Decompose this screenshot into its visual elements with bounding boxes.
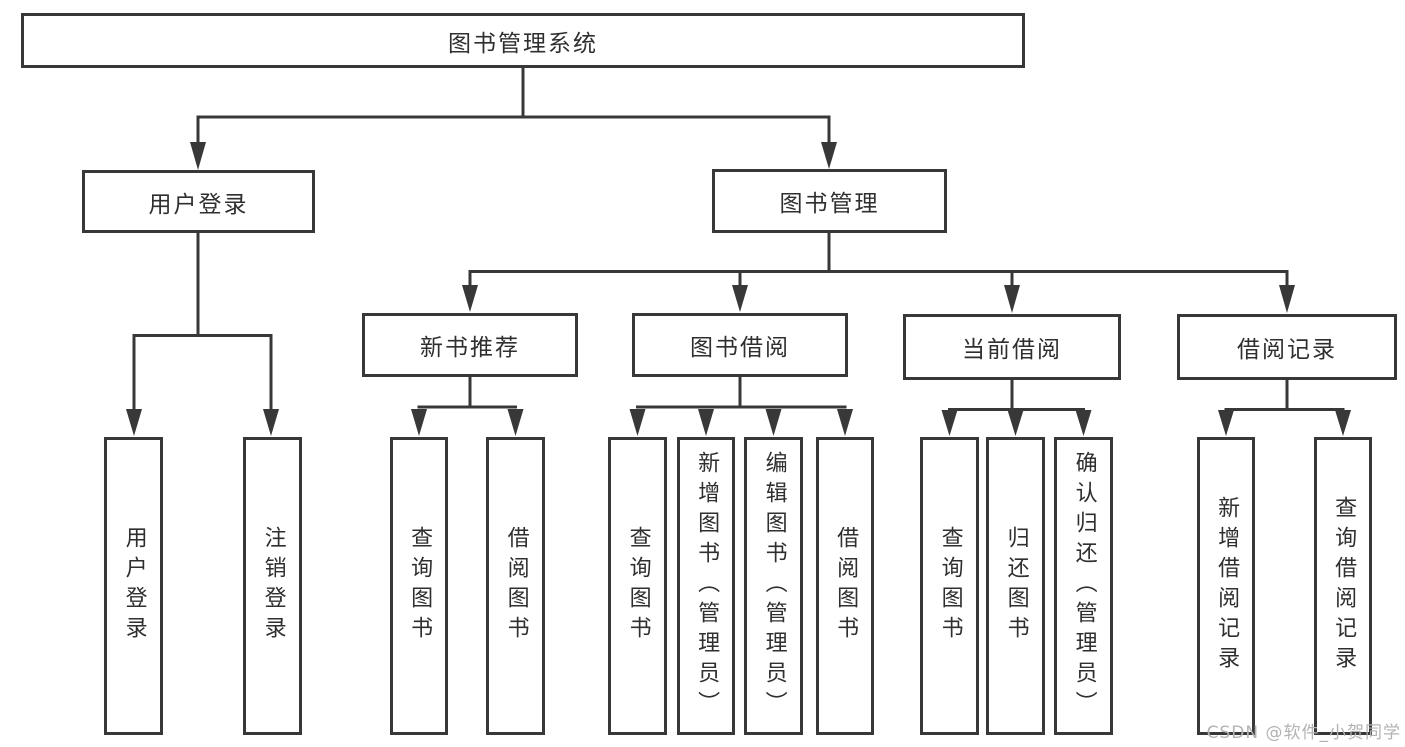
node-label: 编辑图书（管理员）: [761, 451, 787, 721]
leaf-borrow-books: 借阅图书: [816, 437, 874, 735]
node-label: 图书借阅: [690, 335, 790, 361]
node-label: 注销登录: [260, 526, 286, 646]
node-book-borrow: 图书借阅: [632, 313, 848, 377]
leaf-edit-books-admin: 编辑图书（管理员）: [744, 437, 803, 735]
leaf-query-borrow-record: 查询借阅记录: [1314, 437, 1372, 735]
leaf-query-books-recommend: 查询图书: [390, 437, 448, 735]
leaf-add-borrow-record: 新增借阅记录: [1197, 437, 1255, 735]
leaf-confirm-return-admin: 确认归还（管理员）: [1054, 437, 1113, 735]
leaf-query-books-current: 查询图书: [920, 437, 979, 735]
node-label: 图书管理: [779, 191, 880, 217]
leaf-query-books-borrow: 查询图书: [608, 437, 667, 735]
leaf-user-login: 用户登录: [104, 437, 163, 735]
node-label: 新增借阅记录: [1214, 496, 1240, 676]
node-label: 查询图书: [937, 526, 963, 646]
csdn-watermark: CSDN @软件_小贺同学: [1206, 723, 1401, 743]
node-label: 图书管理系统: [448, 30, 598, 57]
node-label: 用户登录: [148, 191, 249, 218]
node-label: 借阅记录: [1237, 337, 1337, 363]
node-current-borrow: 当前借阅: [903, 314, 1121, 380]
node-borrow-records: 借阅记录: [1177, 314, 1397, 380]
node-label: 确认归还（管理员）: [1071, 451, 1097, 721]
node-label: 查询图书: [625, 526, 651, 646]
node-label: 新增图书（管理员）: [694, 451, 720, 721]
node-label: 新书推荐: [420, 335, 520, 361]
node-user-login: 用户登录: [82, 170, 315, 233]
node-label: 用户登录: [121, 526, 147, 646]
leaf-logout: 注销登录: [243, 437, 302, 735]
node-label: 借阅图书: [833, 526, 859, 646]
leaf-return-books: 归还图书: [986, 437, 1045, 735]
node-label: 借阅图书: [503, 526, 529, 646]
node-book-management: 图书管理: [712, 169, 947, 233]
node-root: 图书管理系统: [21, 13, 1025, 68]
leaf-borrow-books-recommend: 借阅图书: [486, 437, 545, 735]
node-label: 当前借阅: [962, 337, 1062, 363]
node-label: 查询借阅记录: [1331, 496, 1357, 676]
node-label: 归还图书: [1003, 526, 1029, 646]
leaf-add-books-admin: 新增图书（管理员）: [677, 437, 735, 735]
node-new-book-recommend: 新书推荐: [362, 313, 578, 377]
node-label: 查询图书: [407, 526, 433, 646]
